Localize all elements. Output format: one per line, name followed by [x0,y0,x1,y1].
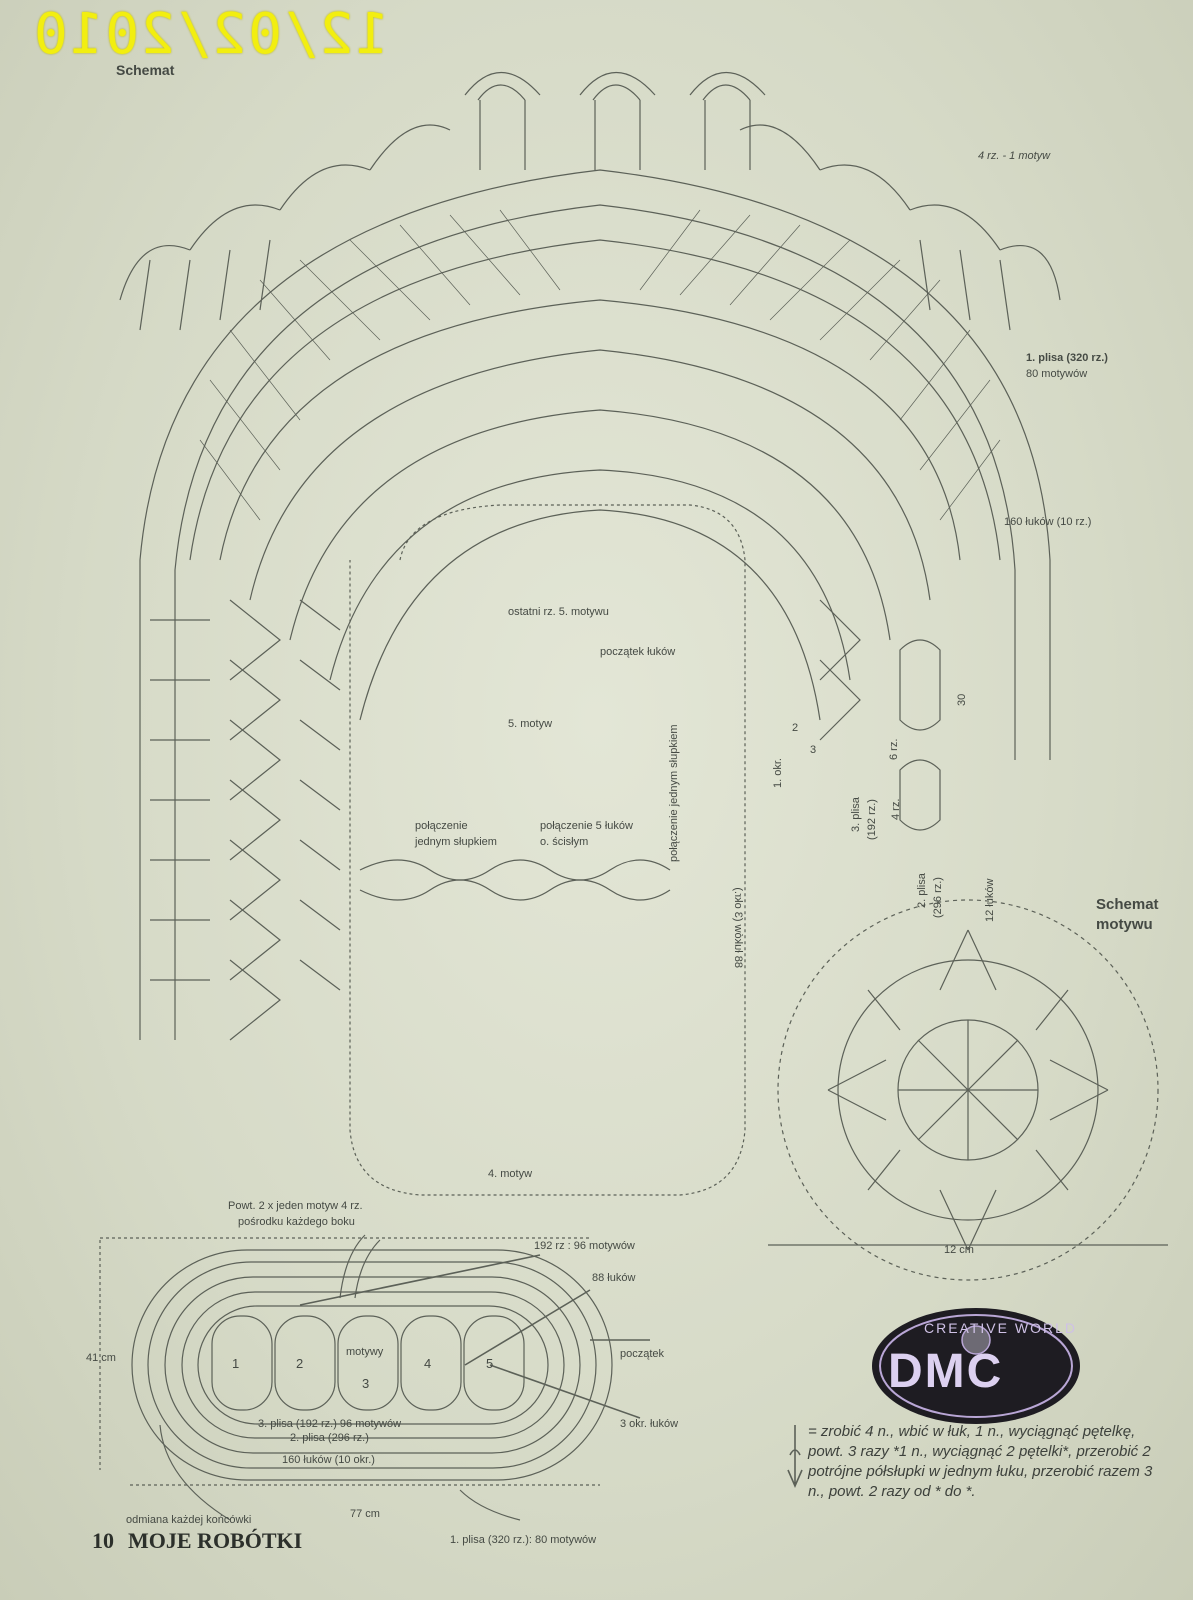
label-2: 2 [792,722,799,734]
label-3: 3 [810,744,817,756]
overview-oval [99,1234,650,1521]
label-plisa3: 3. plisa [850,797,862,832]
motif-number-2: 2 [296,1356,304,1371]
stitch-symbol-icon [787,1425,803,1488]
label-arcs: 160 łuków (10 rz.) [1004,516,1092,528]
overview-plisa3: 3. plisa (192 rz.) 96 motywów [258,1418,402,1430]
motif-circle [777,899,1159,1281]
page-footer: 10 MOJE ROBÓTKI [92,1528,302,1554]
label-88-arcs-3: 88 łuków (3 okr.) [732,887,744,968]
overview-motifs: motywy [346,1346,384,1358]
overview-77cm: 77 cm [350,1508,380,1520]
motif-number-4: 4 [424,1356,432,1371]
overview-note-1: Powt. 2 x jeden motyw 4 rz. [228,1200,363,1212]
stitch-legend: = zrobić 4 n., wbić w łuk, 1 n., wyciągn… [808,1423,1153,1500]
label-join-five-2: o. ścisłym [540,836,589,848]
motif-number-5: 5 [486,1356,494,1371]
motif-title-2: motywu [1096,916,1153,933]
label-start-arcs: początek łuków [600,646,676,658]
motif-number-1: 1 [232,1356,240,1371]
overview-start: początek [620,1348,665,1360]
label-row4: 4 rz. - 1 motyw [978,150,1051,162]
label-4rz: 4 rz. [890,798,902,820]
label-join-single-1: połączenie [415,820,468,832]
overview-88: 88 łuków [592,1272,636,1284]
logo-top-text: CREATIVE WORLD [924,1320,1077,1336]
left-fan-column [150,599,341,1041]
overview-3okr: 3 okr. łuków [620,1418,679,1430]
top-fan-motifs [464,72,766,170]
magazine-name: MOJE ROBÓTKI [128,1528,303,1553]
outer-border-arc-inner [174,204,1016,1040]
overview-160: 160 łuków (10 okr.) [282,1454,375,1466]
dmc-logo [872,1308,1080,1424]
mesh-band-inner [219,299,961,561]
label-plisa2-rows: (296 rz.) [932,877,944,918]
overview-note-2: pośrodku każdego boku [238,1216,355,1228]
overview-plisa1: 1. plisa (320 rz.): 80 motywów [450,1534,597,1546]
motif-number-3: 3 [362,1376,370,1391]
label-1okr: 1. okr. [772,758,784,788]
logo-brand: DMC [888,1345,1004,1398]
label-join-vertical: połączenie jednym słupkiem [668,724,680,862]
horse-emblem-icon [961,1325,991,1355]
motif-width: 12 cm [944,1244,974,1256]
right-fan-column [819,599,941,831]
label-join-five-1: połączenie 5 łuków [540,820,633,832]
mesh-band-outer [189,239,1001,561]
motif-title-1: Schemat [1096,896,1159,913]
central-panel [349,504,746,1196]
page-number: 10 [92,1528,114,1553]
overview-41cm: 41 cm [86,1352,116,1364]
label-30: 30 [956,693,968,706]
label-join-single-2: jednym słupkiem [415,836,497,848]
label-last-row: ostatni rz. 5. motywu [508,606,609,618]
label-12-arcs: 12 łuków [984,878,996,922]
label-plisa2: 2. plisa [916,873,928,908]
overview-plisa2: 2. plisa (296 rz.) [290,1432,369,1444]
mesh-lines [199,209,1001,521]
label-plisa3-rows: (192 rz.) [866,799,878,840]
outer-border-arc [139,169,1051,1040]
label-6rz: 6 rz. [888,738,900,760]
date-stamp: 12/02/2010 [32,2,390,67]
schema-title: Schemat [116,62,175,78]
label-plisa1-motifs: 80 motywów [1026,368,1088,380]
label-motif4: 4. motyw [488,1168,533,1180]
label-motif5: 5. motyw [508,718,553,730]
label-plisa1: 1. plisa (320 rz.) [1026,352,1108,364]
border-scallops [119,124,1061,331]
overview-odmiana: odmiana każdej końcówki [126,1514,252,1526]
overview-192: 192 rz : 96 motywów [534,1240,635,1252]
